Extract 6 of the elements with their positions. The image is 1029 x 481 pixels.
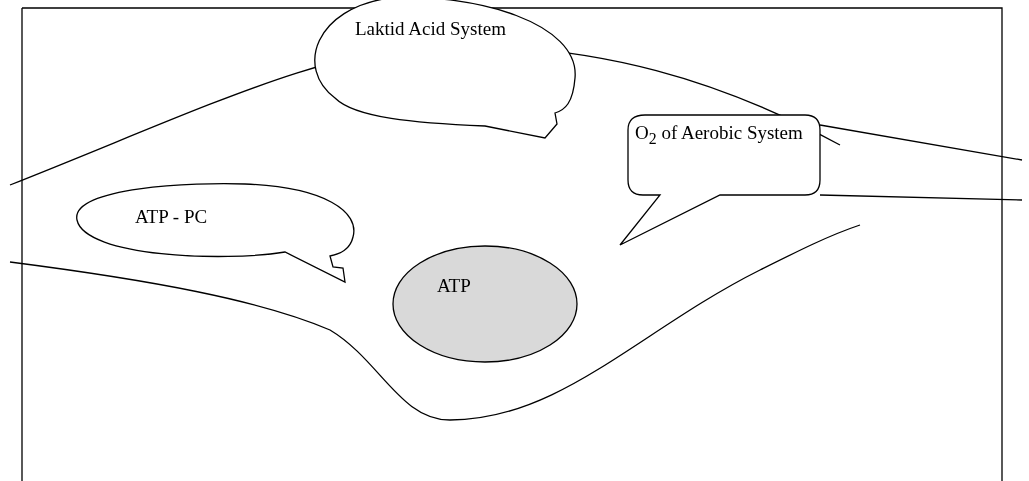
ellipse-node — [392, 245, 578, 363]
bubble-text: ATP - PC — [135, 206, 209, 228]
bubble-text: Laktid Acid System — [355, 18, 507, 40]
speech-bubble — [75, 182, 355, 284]
bubble-text: O$_{2}$ of Aerobic System — [635, 122, 804, 149]
bubble-text: ATP — [437, 275, 472, 297]
